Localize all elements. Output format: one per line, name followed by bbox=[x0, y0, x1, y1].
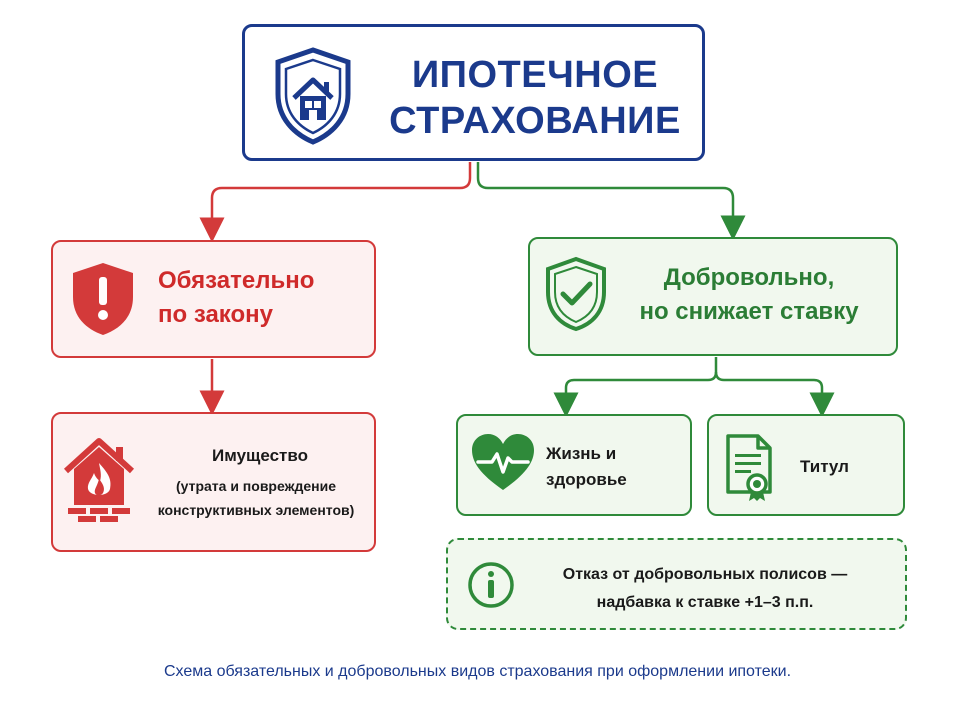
heart-pulse-icon bbox=[470, 432, 536, 499]
life-line-1: Жизнь и bbox=[546, 444, 617, 463]
voluntary-box bbox=[528, 237, 898, 356]
title-line-1: ИПОТЕЧНОЕ bbox=[411, 54, 659, 96]
title-line-2: СТРАХОВАНИЕ bbox=[389, 100, 681, 142]
info-icon bbox=[466, 560, 516, 615]
connector-voluntary-split bbox=[553, 357, 718, 418]
house-fire-icon bbox=[62, 435, 136, 528]
property-desc-line-1: (утрата и повреждение bbox=[175, 478, 337, 494]
property-title: Имущество bbox=[212, 446, 308, 465]
document-seal-icon bbox=[724, 432, 776, 507]
property-box bbox=[51, 412, 376, 552]
voluntary-line-1: Добровольно, bbox=[663, 264, 835, 291]
note-line-1: Отказ от добровольных полисов — bbox=[562, 566, 848, 583]
mandatory-line-2: по закону bbox=[158, 301, 273, 328]
shield-house-icon bbox=[272, 46, 354, 151]
connector-voluntary-to-title bbox=[714, 371, 835, 418]
mandatory-label: Обязательно по закону bbox=[158, 264, 368, 332]
voluntary-line-2: но снижает ставку bbox=[639, 298, 859, 325]
note-text: Отказ от добровольных полисов — надбавка… bbox=[530, 561, 880, 617]
shield-check-icon bbox=[544, 256, 608, 337]
life-health-label: Жизнь и здоровье bbox=[546, 441, 686, 493]
mandatory-line-1: Обязательно bbox=[158, 267, 315, 294]
title-insurance-label: Титул bbox=[800, 457, 849, 476]
connector-title-to-voluntary bbox=[476, 162, 746, 241]
property-description: (утрата и повреждение конструктивных эле… bbox=[138, 474, 374, 522]
voluntary-label: Добровольно, но снижает ставку bbox=[614, 261, 884, 329]
life-line-2: здоровье bbox=[546, 470, 627, 489]
note-line-2: надбавка к ставке +1–3 п.п. bbox=[596, 594, 814, 611]
property-desc-line-2: конструктивных элементов) bbox=[157, 502, 355, 518]
note-box bbox=[446, 538, 907, 630]
figure-caption: Схема обязательных и добровольных видов … bbox=[163, 663, 792, 680]
page-title: ИПОТЕЧНОЕ СТРАХОВАНИЕ bbox=[385, 52, 685, 144]
connector-title-to-mandatory bbox=[199, 162, 472, 243]
shield-exclamation-icon bbox=[70, 261, 136, 342]
